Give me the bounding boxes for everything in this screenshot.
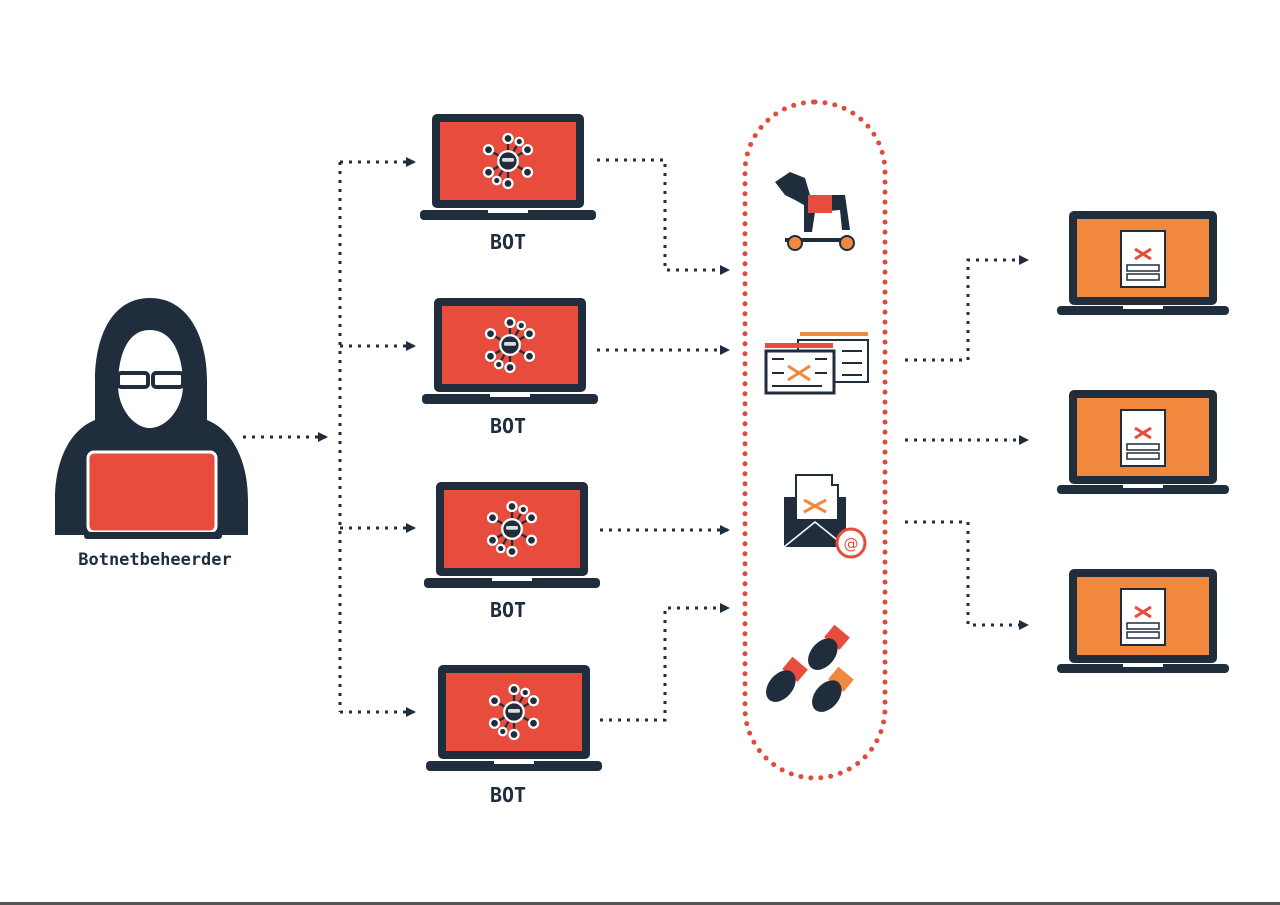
attack-methods-group <box>742 99 888 781</box>
target-laptop-3 <box>1057 569 1229 673</box>
target-laptop-1 <box>1057 211 1229 315</box>
controller-label: Botnetbeheerder <box>78 550 232 570</box>
target-laptop-2 <box>1057 390 1229 494</box>
bot-label-4: BOT <box>490 783 526 807</box>
target-arrow-1 <box>905 255 1029 362</box>
bot-label-2: BOT <box>490 414 526 438</box>
malicious-webpage-icon <box>764 332 869 395</box>
bot-laptop-2 <box>422 298 598 404</box>
attack-arrow-4 <box>600 603 730 722</box>
bot-laptop-1 <box>420 114 596 220</box>
svg-text:@: @ <box>844 535 859 553</box>
botnet-controller-hacker-icon <box>55 298 248 539</box>
bot-laptop-4 <box>426 665 602 771</box>
bottom-border <box>0 902 1280 905</box>
target-arrow-3 <box>905 520 1029 630</box>
connectors <box>243 157 1029 722</box>
bot-label-1: BOT <box>490 230 526 254</box>
attack-arrow-1 <box>597 158 730 275</box>
bombs-icon <box>766 624 854 712</box>
bot-laptop-3 <box>424 482 600 588</box>
bot-label-3: BOT <box>490 598 526 622</box>
trojan-horse-icon <box>775 172 855 251</box>
phishing-email-icon: @ <box>783 474 867 559</box>
